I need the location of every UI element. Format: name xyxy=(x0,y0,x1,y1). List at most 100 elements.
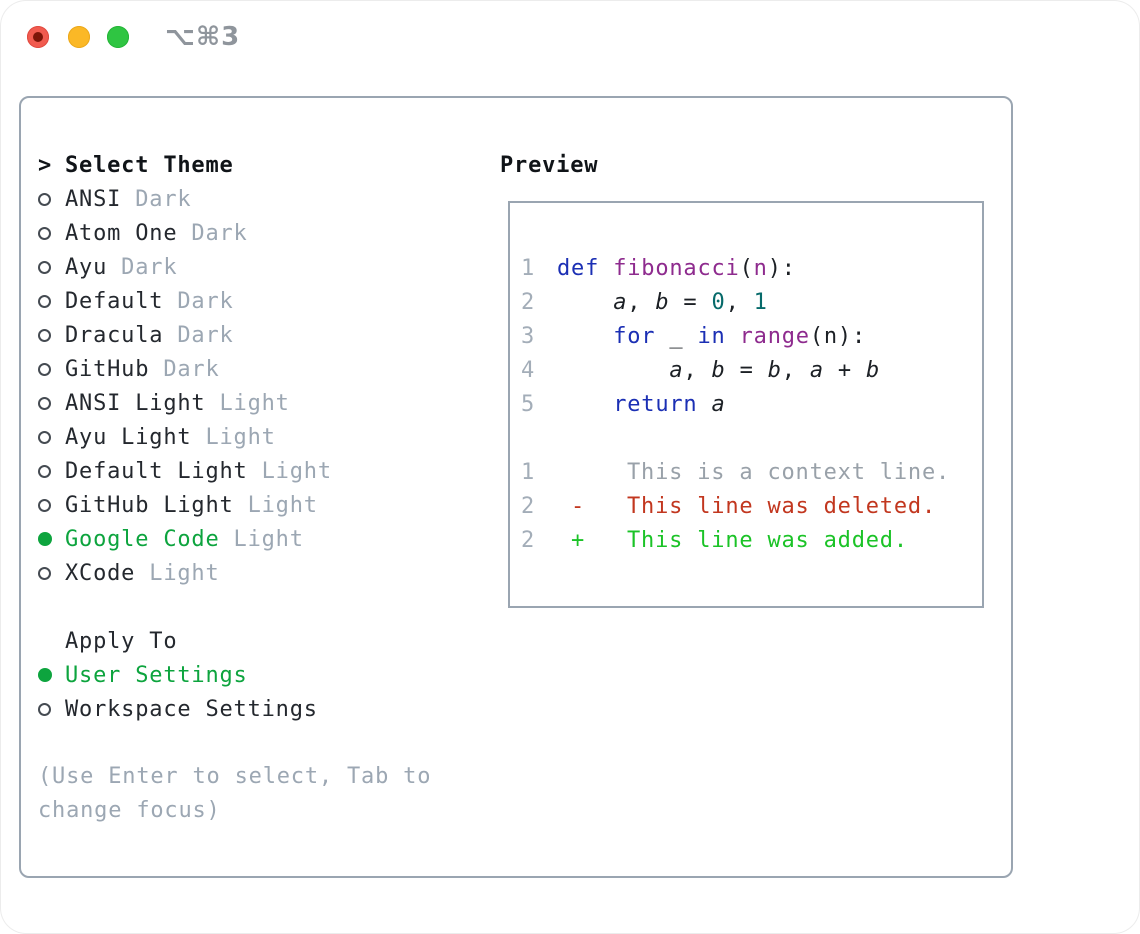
diff-line-added: 2+This line was added. xyxy=(521,523,950,557)
theme-option[interactable]: Dracula Dark xyxy=(38,318,431,352)
code-line: 3 for _ in range(n): xyxy=(521,319,950,353)
theme-name: Default xyxy=(65,288,164,314)
radio-circle xyxy=(38,362,51,376)
theme-variant-tag: Dark xyxy=(163,322,234,348)
theme-name: Atom One xyxy=(65,220,178,246)
diff-line-deleted: 2-This line was deleted. xyxy=(521,489,950,523)
theme-name: Ayu Light xyxy=(65,424,192,450)
theme-option[interactable]: Ayu Dark xyxy=(38,250,431,284)
theme-variant-tag: Dark xyxy=(163,288,234,314)
token-var: b xyxy=(866,357,881,383)
radio-circle xyxy=(38,464,51,478)
apply-to-option[interactable]: User Settings xyxy=(38,658,431,692)
radio-icon xyxy=(38,192,65,206)
radio-icon xyxy=(38,498,65,512)
token-var: b xyxy=(655,289,670,315)
token-plain: = xyxy=(725,357,768,383)
line-number: 5 xyxy=(521,391,536,417)
token-plain xyxy=(557,324,613,349)
token-num: 0 xyxy=(711,289,726,315)
radio-icon xyxy=(38,430,65,444)
radio-icon xyxy=(38,464,65,478)
radio-circle xyxy=(38,498,51,512)
radio-icon xyxy=(38,396,65,410)
theme-name: ANSI Light xyxy=(65,390,206,416)
token-num: 1 xyxy=(753,289,768,315)
token-fn: range xyxy=(739,323,810,349)
token-var: a xyxy=(711,391,726,417)
spacer xyxy=(38,726,431,760)
spacer-line xyxy=(521,421,950,455)
radio-icon xyxy=(38,328,65,342)
token-plain: _ xyxy=(655,323,698,349)
theme-variant-tag: Dark xyxy=(177,220,248,246)
radio-icon xyxy=(38,702,65,716)
theme-option[interactable]: GitHub Light Light xyxy=(38,488,431,522)
token-fn: fibonacci xyxy=(613,255,740,281)
theme-option[interactable]: Ayu Light Light xyxy=(38,420,431,454)
apply-to-option[interactable]: Workspace Settings xyxy=(38,692,431,726)
token-var: a xyxy=(613,289,628,315)
radio-circle xyxy=(38,192,51,206)
radio-circle xyxy=(38,260,51,274)
radio-circle xyxy=(38,328,51,342)
token-plain xyxy=(599,256,613,281)
theme-name: Default Light xyxy=(65,458,248,484)
token-kw: def xyxy=(557,255,600,281)
zoom-button[interactable] xyxy=(107,26,129,48)
radio-fill-dot xyxy=(38,668,52,682)
theme-option[interactable]: GitHub Dark xyxy=(38,352,431,386)
theme-option[interactable]: Atom One Dark xyxy=(38,216,431,250)
theme-name: GitHub xyxy=(65,356,150,382)
window-title-shortcut: ⌥⌘3 xyxy=(165,22,241,52)
token-plain xyxy=(557,290,613,315)
token-plain: ): xyxy=(767,255,796,281)
theme-option[interactable]: Google Code Light xyxy=(38,522,431,556)
token-plain: , xyxy=(627,289,656,315)
line-number: 1 xyxy=(521,255,536,281)
theme-name: Dracula xyxy=(65,322,164,348)
theme-option[interactable]: Default Dark xyxy=(38,284,431,318)
token-plain: ( xyxy=(739,255,754,281)
line-number: 2 xyxy=(521,527,536,553)
token-plain xyxy=(557,358,669,383)
theme-option[interactable]: Default Light Light xyxy=(38,454,431,488)
token-var: b xyxy=(711,357,726,383)
radio-icon xyxy=(38,294,65,308)
diff-marker: + xyxy=(571,527,586,553)
theme-variant-tag: Light xyxy=(205,390,290,416)
line-number: 2 xyxy=(521,289,536,315)
close-button[interactable] xyxy=(27,26,49,48)
token-plain: = xyxy=(669,289,712,315)
code-line: 4 a, b = b, a + b xyxy=(521,353,950,387)
diff-text: This is a context line. xyxy=(627,459,951,485)
theme-option[interactable]: ANSI Dark xyxy=(38,182,431,216)
token-plain: + xyxy=(823,357,867,383)
theme-variant-tag: Light xyxy=(233,492,318,518)
theme-name: Google Code xyxy=(65,526,220,552)
radio-icon xyxy=(38,566,65,580)
preview-title: Preview xyxy=(500,152,599,178)
token-plain xyxy=(557,392,613,417)
theme-option[interactable]: ANSI Light Light xyxy=(38,386,431,420)
theme-variant-tag: Light xyxy=(135,560,220,586)
apply-to-name: User Settings xyxy=(65,662,248,688)
minimize-button[interactable] xyxy=(68,26,90,48)
token-var: a xyxy=(669,357,684,383)
theme-variant-tag: Dark xyxy=(107,254,178,280)
theme-variant-tag: Light xyxy=(247,458,332,484)
radio-selected-icon xyxy=(38,532,65,546)
theme-name: Ayu xyxy=(65,254,108,280)
radio-selected-icon xyxy=(38,668,65,682)
theme-option[interactable]: XCode Light xyxy=(38,556,431,590)
apply-to-name: Workspace Settings xyxy=(65,696,318,722)
radio-circle xyxy=(38,226,51,240)
theme-name: GitHub Light xyxy=(65,492,234,518)
focus-caret: > xyxy=(38,152,53,178)
